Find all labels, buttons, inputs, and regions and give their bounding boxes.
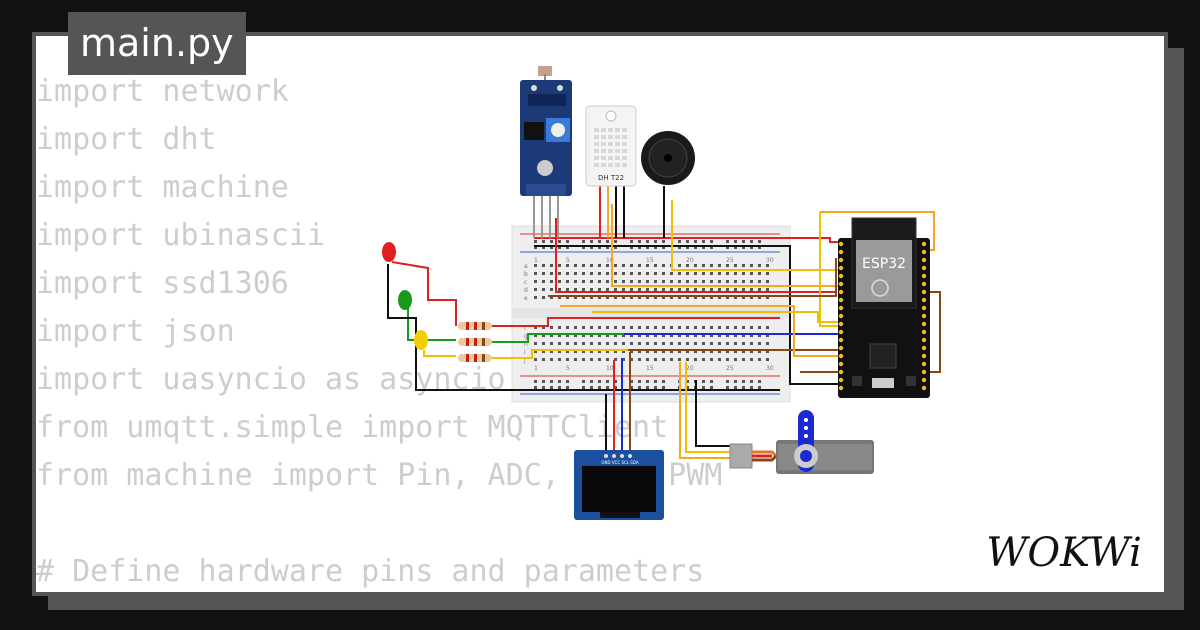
- red-led: [382, 242, 396, 262]
- wire-servo-2: [685, 362, 730, 453]
- breadboard-label: 1: [534, 257, 538, 264]
- resistors: [458, 322, 492, 362]
- wokwi-logo-text: WOKWi: [986, 530, 1142, 576]
- leds: [382, 242, 428, 350]
- breadboard-label: g: [524, 333, 528, 340]
- breadboard-label: 20: [686, 257, 694, 264]
- code-line: import uasyncio as asyncio: [36, 362, 506, 397]
- wire-top-loop: [820, 211, 935, 251]
- breadboard-label: f: [524, 325, 527, 332]
- dht22-sensor: DH T22: [585, 105, 637, 187]
- breadboard-label: 15: [646, 257, 654, 264]
- breadboard-holes: [534, 240, 769, 389]
- file-tab: main.py: [68, 12, 246, 75]
- wire-ldr: [555, 218, 836, 293]
- oled-display: GND VCC SCL SDA: [574, 450, 664, 520]
- code-line: from umqtt.simple import MQTTClient: [36, 410, 669, 445]
- breadboard-label: a: [524, 263, 528, 270]
- dht-label: DH T22: [598, 174, 624, 182]
- code-line: import ubinascii: [36, 218, 325, 253]
- esp32-board: ESP32: [838, 217, 930, 398]
- wire-yellow-right: [592, 311, 838, 323]
- wire-gnd: [534, 245, 850, 385]
- wire-vcc: [534, 237, 850, 243]
- esp32-pins: [838, 241, 927, 391]
- wire-orange-right: [560, 305, 838, 357]
- esp32-label: ESP32: [862, 256, 906, 272]
- wire-servo-3: [695, 380, 730, 447]
- breadboard-label: j: [523, 357, 526, 364]
- breadboard-label: 25: [726, 365, 734, 372]
- breadboard-label: 30: [766, 257, 774, 264]
- ldr-module: [520, 66, 572, 196]
- wire-buzzer: [671, 200, 842, 271]
- yellow-led: [414, 330, 428, 350]
- code-line: import ssd1306: [36, 266, 289, 301]
- wokwi-logo: WOKWi: [986, 530, 1142, 576]
- wire-dht-data: [611, 204, 842, 287]
- breadboard-label: 5: [566, 365, 570, 372]
- wire-led-ground: [387, 264, 780, 391]
- code-line: import json: [36, 314, 235, 349]
- breadboard-label: c: [524, 279, 527, 286]
- breadboard-label: 5: [566, 257, 570, 264]
- wire-servo-1: [679, 362, 730, 459]
- breadboard-label: h: [524, 341, 528, 348]
- wire-top-loop2: [819, 212, 842, 327]
- breadboard-label: d: [524, 287, 528, 294]
- breadboard-label: 30: [766, 365, 774, 372]
- wire-brown-1: [548, 258, 837, 297]
- breadboard-label: e: [524, 295, 528, 302]
- breadboard-label: 20: [686, 365, 694, 372]
- dht-vent-grid: [594, 128, 627, 167]
- wire-res-red: [492, 317, 780, 327]
- breadboard-label: b: [524, 271, 528, 278]
- code-line: import network: [36, 74, 289, 109]
- buzzer: [641, 131, 695, 185]
- code-line: import machine: [36, 170, 289, 205]
- wire-yellow-led: [423, 350, 456, 357]
- code-line: # Define hardware pins and parameters: [36, 554, 705, 589]
- breadboard-label: 15: [646, 365, 654, 372]
- breadboard-label: 10: [606, 257, 614, 264]
- code-preview: import network import dht import machine im…: [36, 68, 722, 596]
- breadboard-label: 10: [606, 365, 614, 372]
- oled-pin-labels: GND VCC SCL SDA: [601, 460, 638, 465]
- green-led: [398, 290, 412, 310]
- breadboard-label: 25: [726, 257, 734, 264]
- code-line: import dht: [36, 122, 217, 157]
- breadboard-label: 1: [534, 365, 538, 372]
- wire-red-led: [391, 261, 457, 326]
- breadboard-label: i: [524, 349, 526, 356]
- servo: [729, 410, 874, 474]
